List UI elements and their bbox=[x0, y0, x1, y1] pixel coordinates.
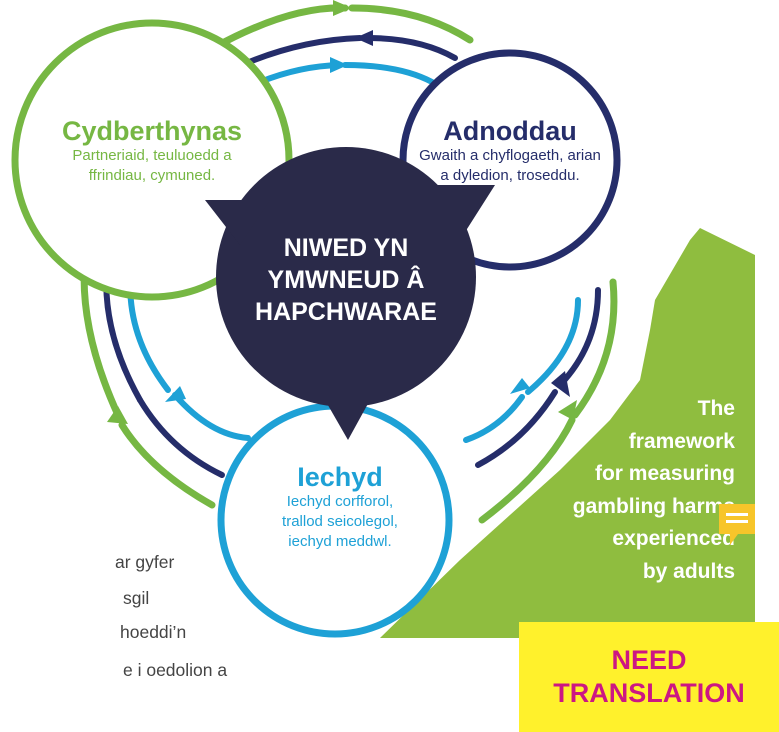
framework-line-4: gambling harms bbox=[572, 494, 735, 518]
need-translation-line-1: NEED bbox=[611, 645, 687, 675]
framework-line-3: for measuring bbox=[594, 462, 735, 485]
relationships-title: Cydberthynas bbox=[61, 116, 243, 146]
health-label: Iechyd Iechyd corfforol, trallod seicole… bbox=[245, 462, 435, 552]
relationships-line-2: ffrindiau, cymuned. bbox=[88, 167, 216, 184]
resources-title: Adnoddau bbox=[443, 116, 577, 146]
center-line-1: NIWED YN bbox=[283, 234, 409, 262]
loop-arrowheads bbox=[107, 0, 577, 424]
center-line-2: YMWNEUD Â bbox=[267, 266, 425, 294]
center-label: NIWED YN YMWNEUD Â HAPCHWARAE bbox=[216, 232, 476, 328]
relationships-circle bbox=[11, 19, 293, 301]
health-title: Iechyd bbox=[297, 462, 383, 492]
framework-line-6: by adults bbox=[642, 559, 735, 583]
relationships-line-1: Partneriaid, teuluoedd a bbox=[72, 147, 232, 164]
framework-caption: The framework for measuring gambling har… bbox=[515, 393, 735, 588]
comment-icon-svg bbox=[719, 504, 755, 545]
health-line-3: iechyd meddwl. bbox=[288, 533, 392, 550]
body-text-fragment-2: sgil bbox=[123, 588, 150, 608]
need-translation-line-2: TRANSLATION bbox=[553, 678, 745, 708]
outer-loop-green bbox=[80, 4, 618, 524]
framework-line-5: experienced bbox=[612, 527, 735, 550]
resources-label: Adnoddau Gwaith a chyflogaeth, arian a d… bbox=[404, 116, 616, 186]
resources-line-1: Gwaith a chyflogaeth, arian bbox=[419, 147, 601, 164]
body-text-fragment-1: ar gyfer bbox=[115, 552, 175, 572]
relationships-label: Cydberthynas Partneriaid, teuluoedd a ff… bbox=[32, 116, 272, 186]
framework-line-1: The bbox=[697, 397, 735, 420]
need-translation-badge: NEED TRANSLATION bbox=[519, 622, 779, 732]
health-line-1: Iechyd corfforol, bbox=[286, 493, 394, 510]
resources-line-2: a dyledion, troseddu. bbox=[440, 167, 580, 184]
green-panel bbox=[380, 228, 755, 638]
center-line-3: HAPCHWARAE bbox=[255, 298, 437, 326]
comment-icon[interactable] bbox=[716, 501, 758, 549]
body-text-fragment-4: e i oedolion a bbox=[123, 660, 228, 680]
health-line-2: trallod seicolegol, bbox=[282, 513, 398, 530]
body-text-fragment-3: hoeddi’n bbox=[120, 622, 187, 642]
center-shape bbox=[205, 147, 495, 440]
framework-line-2: framework bbox=[628, 429, 735, 453]
